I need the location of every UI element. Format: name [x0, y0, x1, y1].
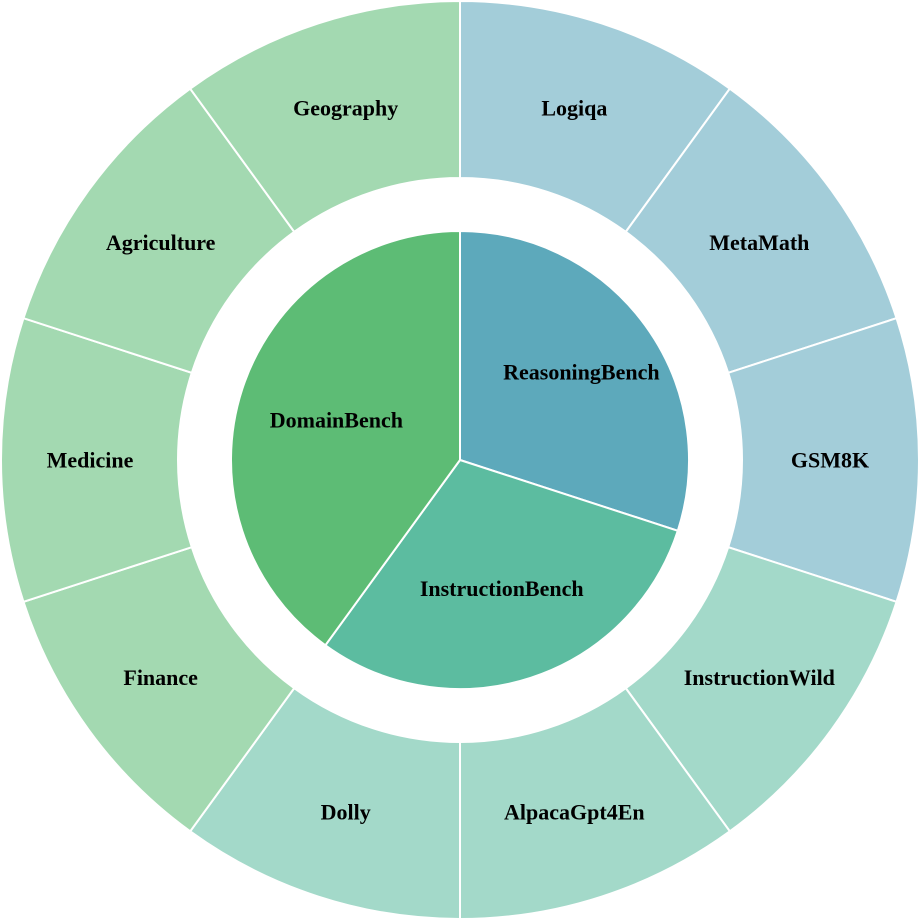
- outer-label-logiqa: Logiqa: [541, 96, 607, 121]
- outer-label-gsm8-k: GSM8K: [791, 448, 869, 473]
- inner-slice-domain-bench: [230, 229, 461, 647]
- inner-slice-reasoning-bench: [459, 229, 690, 533]
- outer-label-geography: Geography: [293, 96, 398, 121]
- outer-label-meta-math: MetaMath: [709, 230, 809, 255]
- outer-label-alpaca-gpt4-en: AlpacaGpt4En: [504, 799, 645, 824]
- outer-label-agriculture: Agriculture: [106, 230, 216, 255]
- inner-label-domain-bench: DomainBench: [270, 407, 403, 432]
- inner-pie: [230, 229, 690, 690]
- inner-label-instruction-bench: InstructionBench: [420, 576, 584, 601]
- outer-label-medicine: Medicine: [47, 448, 134, 473]
- outer-slice-geography: [188, 0, 461, 234]
- outer-label-finance: Finance: [123, 665, 198, 690]
- outer-label-instruction-wild: InstructionWild: [684, 665, 835, 690]
- inner-slice-instruction-bench: [323, 458, 680, 690]
- inner-label-reasoning-bench: ReasoningBench: [503, 359, 659, 384]
- outer-label-dolly: Dolly: [321, 799, 371, 824]
